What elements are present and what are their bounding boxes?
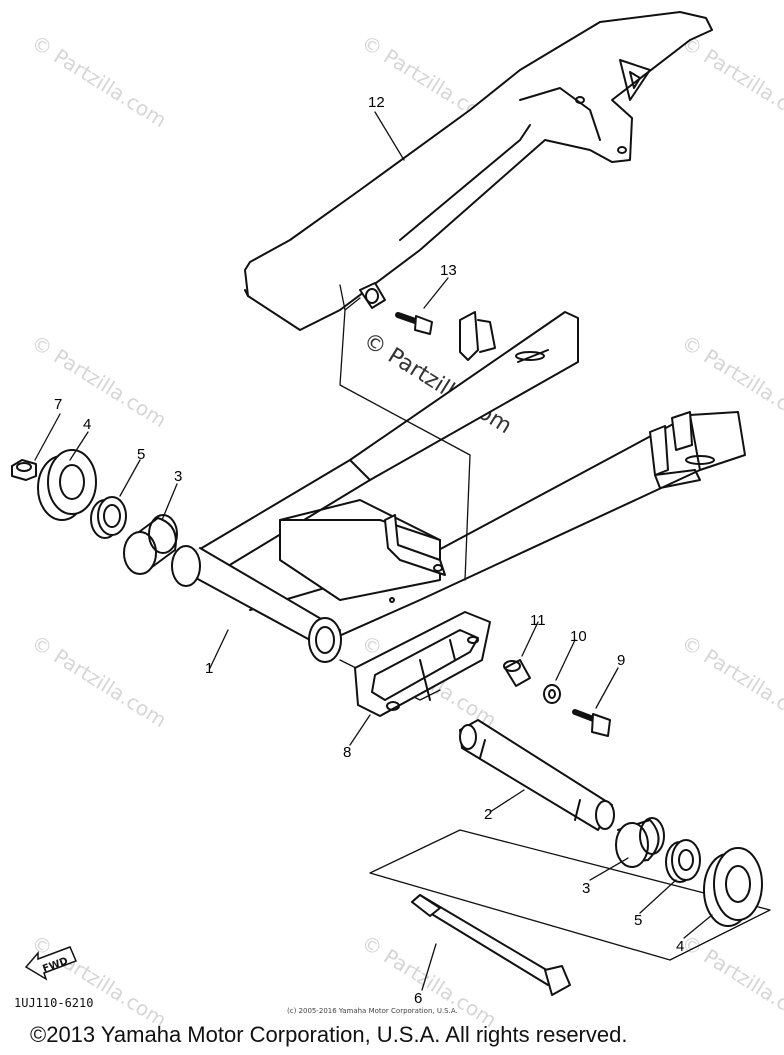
part-5-seal-right [665,839,701,883]
part-4-washer-left [37,449,97,521]
callout-10: 10 [570,628,587,645]
callout-12: 12 [368,94,385,111]
part-8-chain-puller [354,611,491,717]
small-copyright: (c) 2005-2016 Yamaha Motor Corporation, … [287,1007,458,1015]
part-6-long-bolt [411,894,571,996]
part-9-bolt [572,709,611,737]
callout-1: 1 [205,660,214,677]
callout-11: 11 [530,612,546,629]
part-3-bushing-left [123,514,178,575]
callout-6: 6 [414,990,423,1007]
callout-5: 5 [137,446,146,463]
callout-5: 5 [634,912,643,929]
alignment-lines [339,284,771,961]
part-13-bolt [395,312,433,335]
part-5-seal-left [90,496,127,539]
callout-9: 9 [617,652,626,669]
leader-lines [34,111,713,991]
callout-13: 13 [440,262,457,279]
chain-guard-mount [359,282,386,309]
part-7-nut [11,459,37,481]
part-10-washer [543,684,561,704]
callout-7: 7 [54,396,63,413]
part-2-pivot-shaft [459,719,615,831]
callout-4: 4 [83,416,92,433]
part-3-bushing-right [615,817,665,868]
fwd-arrow-icon: FWD [24,946,77,981]
callout-2: 2 [484,806,493,823]
copyright-notice: ©2013 Yamaha Motor Corporation, U.S.A. A… [30,1022,628,1047]
callout-8: 8 [343,744,352,761]
part-11-collar [503,659,531,687]
part-chain-guard [244,11,713,331]
callout-3: 3 [174,468,183,485]
callout-3: 3 [582,880,591,897]
diagram-code: 1UJ110-6210 [14,996,94,1010]
callout-4: 4 [676,938,685,955]
part-swingarm [171,311,746,663]
part-4-washer-right [703,847,763,927]
